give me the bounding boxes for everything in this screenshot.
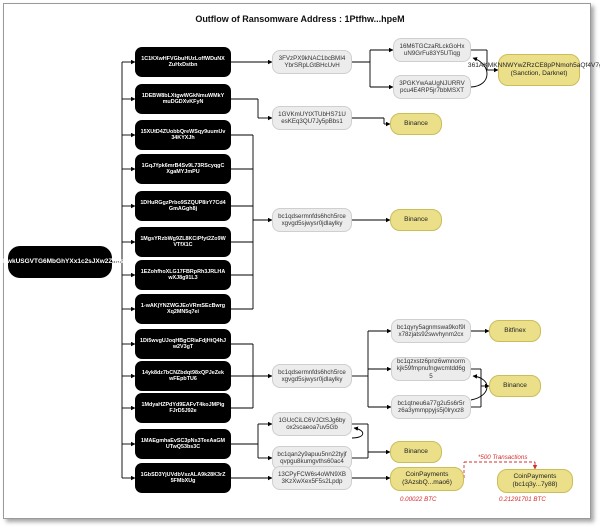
source-address-9: 1Di5wvgUJoqHBgCRiaFdjHtQ4hJw2V3gT [135,329,231,359]
intermediate-address-g: 13CPyFCW6s4oWN9XB3KzXwXex5F5s2Lpdp [272,466,352,490]
intermediate-address-d: bc1qdsermnfds6hch5rcexgvgd5sjwysr0jdlayl… [272,364,352,388]
source-address-6: 1MgsYRzbWg9ZL8KCiPfyt2Zo9WVTfX1C [135,227,231,257]
coinpayments-1-amount: 0.00022 BTC [400,496,437,503]
diagram-title: Outflow of Ransomware Address : 1Ptfhw..… [195,14,405,24]
intermediate-address-b: 1GVKmUYtXTUbHS71UesKEq3QU7Jy5pBbs1 [272,106,352,130]
coinpayments-endpoint-2: CoinPayments (bc1q3y...7y88) [497,469,573,493]
binance-endpoint-2: Binance [390,209,442,231]
address-16m6: 16M6TGCzaRLckGoHxuN9GrFu83Y5UTiqg [393,38,471,62]
coinpayments-endpoint-1: CoinPayments (3AzsbQ...mao6) [390,467,464,491]
intermediate-address-a: 3FVzPX9kNAC1bcBMI4YbrSRpLGtBHcUvH [272,50,352,74]
address-bc1qtne: bc1qtneu6a77g2u5s6r5rz6a3ymmppyjs5j0lryx… [391,395,471,419]
transactions-note: *500 Transactions [478,454,528,461]
bitfinex-endpoint: Bitfinex [489,320,541,342]
source-address-11: 1MdyaHZPdYd9EAFvT4koJMPigFJrD5J92e [135,393,231,423]
source-address-8: 1-wAKjYNZWGJEoVRmSEcBwrgXq2MN5q7ei [135,294,231,324]
address-bc1qzxs: bc1qzxstz6pnz6wmnormkjk59fmpnufngwcmtdd6… [391,357,471,381]
source-address-1: 1C1KXwHFVGbuHUzLoffWDuNXZuHxDstbn [135,47,231,77]
address-bc1qyry: bc1qyry5agnmswa9kof9lx78zjats92swvhynm2c… [391,319,471,343]
intermediate-address-c: bc1qdsermnfds6hch5rcexgvgd5sjwysr0jdlayl… [272,208,352,232]
coinpayments-2-amount: 0.21291701 BTC [499,496,546,503]
intermediate-address-e: 1GUcCiLC6VJCtSJg6byox2scaeoa7uv5Gb [272,412,352,436]
binance-endpoint-4: Binance [489,375,541,397]
ransomware-root-address: 1PtfhwkUSGVTG6MbGhYXx1c2sJXw2ZhpeM [0,246,129,278]
binance-endpoint-1: Binance [390,113,442,135]
source-address-7: 1EZohfhoXLG17FBRpRh3JRLHAwXJ8g91L3 [135,260,231,290]
sanction-darknet-endpoint: 361AKMKNNWYwZRzCE8pPNmoh5aQf4V7g4p (Sanc… [468,54,600,86]
source-address-10: 14yk8dz7bCNZbdqt98xQPJeZekwFEpbTU6 [135,361,231,391]
source-address-5: 1DHuRGgzPrbo9SZQUP8irY7Cd4GmAGgh8j [135,191,231,221]
source-address-13: 1GbSD3YjUVdbVszALA9k28K3rZ5FMbXUg [135,463,231,493]
source-address-3: 15XUtD4ZUobbQreWSqy9uumUv34KYXJh [135,120,231,150]
address-3pgk: 3PGKYwAaUgNJURRVpcu4E4RP5jr7bbMSXT [393,75,471,99]
source-address-12: 1MAEgmhaEvSC3pNs3TeeAaGMUTwQ53bs3C [135,429,231,459]
binance-endpoint-3: Binance [390,441,442,463]
source-address-2: 1DEBW8bLXtgwWGkNmuWMkYmuDGDXvKFyN [135,84,231,114]
source-address-4: 1GqJYpk6mrB4Sv9L73RScyqgCXgaMYJmPU [135,154,231,184]
